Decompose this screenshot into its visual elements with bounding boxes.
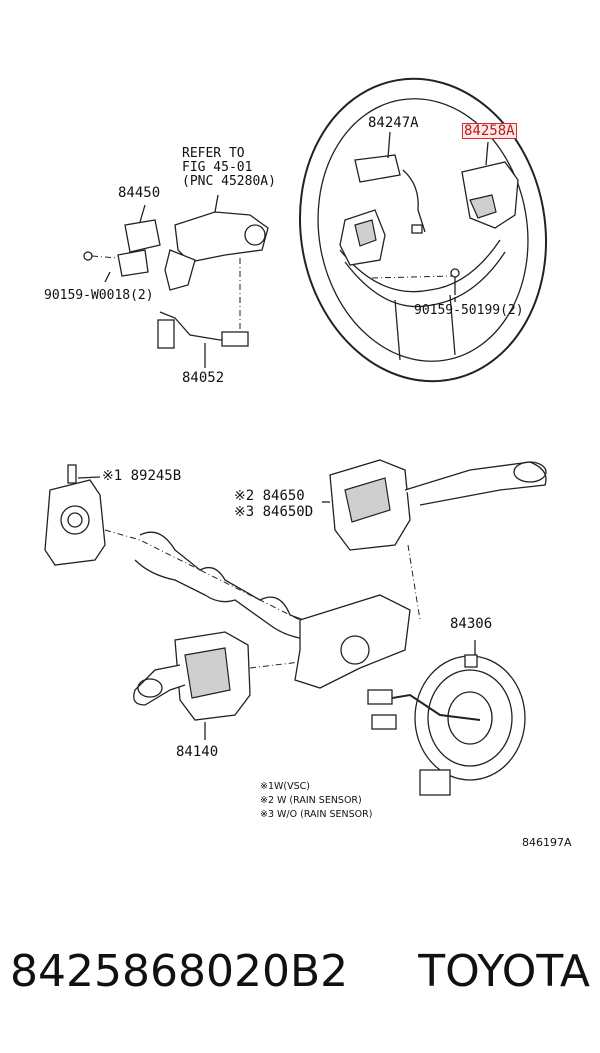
part-label-84450[interactable]: 84450	[118, 185, 161, 201]
footnote-3: ※3 W/O (RAIN SENSOR)	[260, 809, 373, 820]
part-label-89245b[interactable]: ※1 89245B	[102, 468, 182, 484]
part-label-90159-w0018[interactable]: 90159-W0018(2)	[44, 288, 154, 303]
part-number: 8425868020B2	[10, 946, 349, 997]
part-label-84140[interactable]: 84140	[176, 744, 219, 760]
refer-note-line1: REFER TO	[182, 146, 245, 161]
combination-switch-assembly	[44, 459, 547, 796]
steering-wheel-illustration	[298, 77, 548, 383]
part-label-84650d[interactable]: ※3 84650D	[234, 504, 314, 520]
part-label-84650[interactable]: ※2 84650	[234, 488, 305, 504]
footnote-1: ※1W(VSC)	[260, 781, 310, 792]
part-label-84306[interactable]: 84306	[450, 616, 493, 632]
part-label-84247a[interactable]: 84247A	[368, 115, 419, 131]
refer-note-line2: FIG 45-01	[182, 160, 253, 175]
part-label-90159-50199[interactable]: 90159-50199(2)	[414, 303, 524, 318]
footnote-2: ※2 W (RAIN SENSOR)	[260, 795, 362, 806]
brand-name: TOYOTA	[418, 946, 590, 997]
figure-id: 846197A	[522, 836, 572, 849]
diagram-drawing	[44, 77, 548, 796]
part-label-84258a-highlighted[interactable]: 84258A	[462, 123, 517, 139]
footer-caption: 8425868020B2 TOYOTA	[10, 942, 590, 1012]
part-label-84052[interactable]: 84052	[182, 370, 225, 386]
switch-assembly-upper	[83, 194, 269, 368]
parts-diagram: REFER TO FIG 45-01 (PNC 45280A) 84450 84…	[44, 77, 572, 849]
refer-note-line3: (PNC 45280A)	[182, 174, 276, 189]
